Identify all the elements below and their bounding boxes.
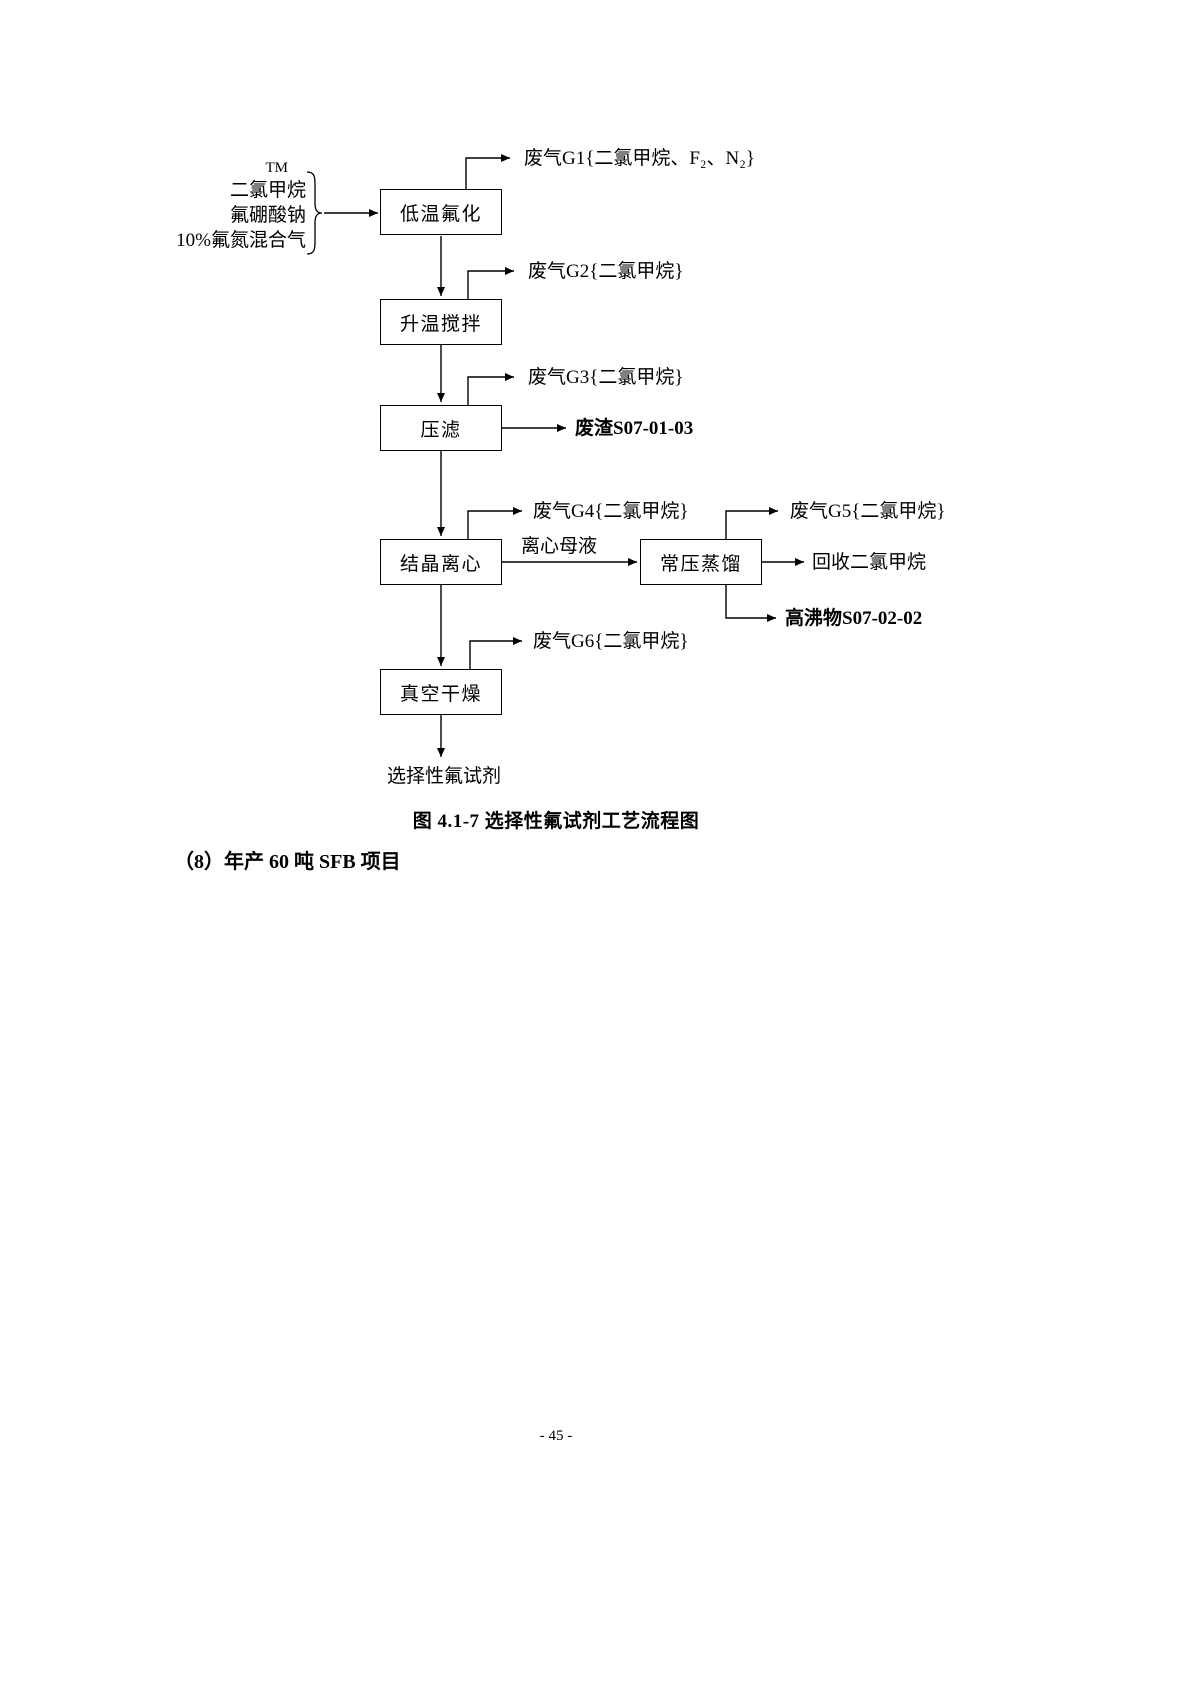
- waste-gas-g4-arrow: [467, 507, 522, 539]
- input-brace: [306, 171, 323, 255]
- process-step-label: 常压蒸馏: [659, 553, 742, 575]
- page-number: - 45 -: [539, 1428, 573, 1444]
- input-line-sodium-fluoroborate: 氟硼酸钠: [229, 205, 306, 226]
- process-step-heating-stirring: 升温搅拌: [380, 299, 502, 345]
- waste-gas-g1-label: 废气G1{二氯甲烷、F₂、N₂}: [524, 148, 755, 169]
- waste-residue-label: 废渣S07-01-03: [575, 418, 694, 439]
- input-line-dichloromethane: 二氯甲烷: [229, 180, 306, 201]
- high-boiler-arrow: [725, 585, 776, 622]
- process-step-vacuum-drying: 真空干燥: [380, 669, 502, 715]
- recovered-dichloromethane-label: 回收二氯甲烷: [812, 552, 927, 573]
- input-line-tm: TM: [265, 160, 289, 176]
- process-step-crystallization-centrifugation: 结晶离心: [380, 539, 502, 585]
- input-materials: TM 二氯甲烷 氟硼酸钠 10%氟氮混合气: [164, 158, 306, 253]
- process-step-label: 结晶离心: [399, 553, 482, 575]
- section-heading: （8）年产 60 吨 SFB 项目: [174, 851, 401, 873]
- process-step-label: 真空干燥: [399, 683, 482, 705]
- waste-gas-g2-arrow: [467, 267, 514, 299]
- waste-gas-g5-arrow: [725, 507, 778, 539]
- process-step-atmospheric-distillation: 常压蒸馏: [640, 539, 762, 585]
- figure-caption: 图 4.1-7 选择性氟试剂工艺流程图: [412, 811, 700, 832]
- waste-gas-g4-label: 废气G4{二氯甲烷}: [533, 501, 689, 522]
- product-label: 选择性氟试剂: [387, 766, 502, 787]
- high-boiler-label: 高沸物S07-02-02: [785, 608, 923, 629]
- process-step-label: 低温氟化: [399, 203, 482, 225]
- waste-gas-g3-arrow: [467, 373, 514, 405]
- process-step-label: 升温搅拌: [399, 313, 482, 335]
- waste-gas-g1-arrow: [465, 154, 510, 189]
- process-step-press-filtration: 压滤: [380, 405, 502, 451]
- process-step-label: 压滤: [420, 419, 462, 441]
- waste-gas-g5-label: 废气G5{二氯甲烷}: [790, 501, 946, 522]
- waste-gas-g6-arrow: [469, 637, 522, 669]
- waste-gas-g3-label: 废气G3{二氯甲烷}: [528, 367, 684, 388]
- process-step-low-temperature-fluorination: 低温氟化: [380, 189, 502, 235]
- centrifuge-mother-liquor-label: 离心母液: [521, 536, 598, 557]
- waste-gas-g2-label: 废气G2{二氯甲烷}: [528, 261, 684, 282]
- waste-gas-g6-label: 废气G6{二氯甲烷}: [533, 631, 689, 652]
- input-line-fluorine-nitrogen-mix: 10%氟氮混合气: [176, 230, 306, 251]
